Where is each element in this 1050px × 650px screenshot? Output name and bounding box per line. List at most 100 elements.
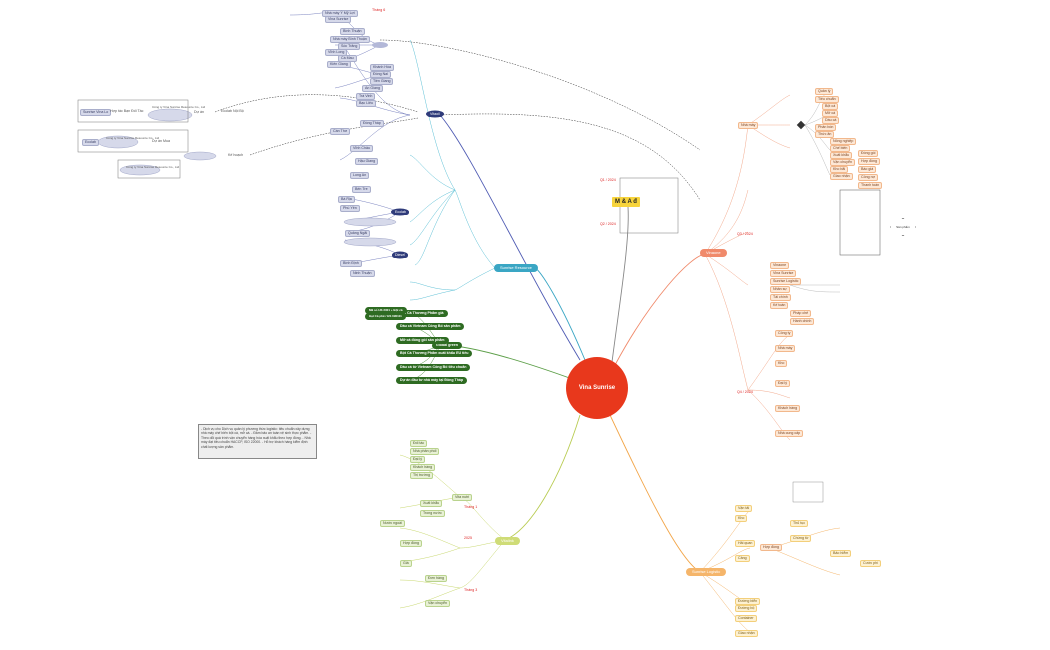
right-item[interactable]: Xuất khẩu — [830, 152, 853, 159]
vitalink-item[interactable]: Nhà phân phối — [410, 448, 440, 455]
right-mid-item[interactable]: Vina Sunrise — [770, 270, 797, 277]
right-mid-item[interactable]: Hành chính — [790, 318, 815, 325]
purple-item[interactable]: Nhà máy Bình Thuận — [330, 36, 370, 43]
right-item[interactable]: Mỡ cá — [822, 110, 839, 117]
green-item[interactable]: Dầu cá từ Vietnam Công Bố tiêu chuẩn — [396, 364, 471, 371]
diamond-node[interactable]: Sản phẩm — [890, 218, 916, 236]
right-item[interactable]: Bột cá — [822, 103, 839, 110]
right-item[interactable]: Thanh toán — [858, 182, 883, 189]
logistic-item[interactable]: Cước phí — [860, 560, 882, 567]
vitalink-item[interactable]: Vận chuyển — [425, 600, 450, 607]
vitalink-item[interactable]: Đơn hàng — [425, 575, 447, 582]
purple-item[interactable]: Phú Yên — [340, 205, 360, 212]
green-item-small[interactable]: Mã số HS 2301 + Bột cá — [365, 307, 407, 314]
right-item[interactable]: Dầu cá — [822, 117, 840, 124]
branch-right[interactable]: Vinaone — [700, 249, 727, 257]
green-item[interactable]: Dự án đầu tư nhà máy tại Đồng Tháp — [396, 377, 468, 384]
logistic-item[interactable]: Hải quan — [735, 540, 756, 547]
right-item[interactable]: Đóng gói — [858, 150, 879, 157]
logistic-item[interactable]: Vận tải — [735, 505, 753, 512]
purple-item[interactable]: Vina Sunrise — [325, 16, 352, 23]
right-item[interactable]: Thức ăn — [815, 131, 835, 138]
logistic-item[interactable]: Thủ tục — [790, 520, 808, 527]
branch-node[interactable] — [119, 164, 161, 176]
right-cluster-item[interactable]: Khách hàng — [775, 405, 801, 412]
branch-node[interactable] — [343, 217, 397, 227]
green-item-small[interactable]: Hạt Cà phê / HS 090111 — [365, 313, 406, 320]
vitalink-item[interactable]: Xuất khẩu — [420, 500, 443, 507]
mna-tag[interactable]: M & A đ — [612, 197, 640, 207]
logistic-item[interactable]: Cảng — [735, 555, 750, 562]
right-item[interactable]: Vận chuyển — [830, 159, 855, 166]
left-box-item[interactable]: Sunrise Vina Lo — [80, 109, 112, 116]
vitalink-item[interactable]: Trong nước — [420, 510, 445, 517]
vitalink-item[interactable]: Giá — [400, 560, 412, 567]
right-item[interactable]: Tiêu chuẩn — [815, 96, 839, 103]
hub-lower-left[interactable]: Diesel — [392, 253, 408, 258]
purple-item[interactable]: Quảng Ngãi — [345, 230, 371, 237]
hub-mid-left[interactable]: Ecolab — [392, 210, 409, 215]
right-mid-item[interactable]: Nhân sự — [770, 286, 790, 293]
branch-seed[interactable]: Sunrise Resource — [494, 264, 538, 272]
branch-node[interactable] — [343, 237, 397, 247]
vitalink-item[interactable]: Thị trường — [410, 472, 433, 479]
right-item[interactable]: Quản lý — [815, 88, 834, 95]
right-cluster-item[interactable]: Đại lý — [775, 380, 790, 387]
right-item[interactable]: Chế biến — [830, 145, 851, 152]
vitalink-item[interactable]: Nước ngoài — [380, 520, 405, 527]
branch-bottom-right[interactable]: Sunrise Logistic — [686, 568, 727, 576]
right-item[interactable]: Nông nghiệp — [830, 138, 857, 145]
right-item[interactable]: Hợp đồng — [858, 158, 880, 165]
purple-item[interactable]: Vĩnh Châu — [350, 145, 373, 152]
purple-item[interactable]: Bến Tre — [352, 186, 371, 193]
purple-item[interactable]: Bình Thuận — [340, 28, 365, 35]
right-item[interactable]: Phân bón — [815, 124, 837, 131]
vitalink-item[interactable]: Đại lý — [410, 456, 425, 463]
purple-item[interactable]: Trà Vinh — [356, 93, 376, 100]
right-item[interactable]: Giao nhận — [830, 173, 853, 180]
purple-item[interactable]: Ninh Thuận — [350, 270, 375, 277]
right-mid-item[interactable]: Tài chính — [770, 294, 791, 301]
logistic-item[interactable]: Chứng từ — [790, 535, 812, 542]
purple-item[interactable]: Sóc Trăng — [338, 43, 361, 50]
right-item[interactable]: Báo giá — [858, 166, 877, 173]
hub-logistics[interactable]: Hợp đồng — [760, 544, 782, 551]
logistic-item[interactable]: Container — [735, 615, 757, 622]
green-item[interactable]: Bột Cá Thương Phẩm giá — [396, 310, 448, 317]
left-box-item[interactable]: Ecolab — [82, 139, 99, 146]
hub-green[interactable]: Global green — [432, 342, 462, 349]
central-topic[interactable]: Vina Sunrise — [566, 357, 628, 419]
green-item[interactable]: Dầu cá Vietnam Công Bố sản phẩm — [396, 323, 465, 330]
logistic-item[interactable]: Kho — [735, 515, 748, 522]
purple-item[interactable]: Bạc Liêu — [356, 100, 376, 107]
right-item[interactable]: Công nợ — [858, 174, 878, 181]
right-mid-item[interactable]: Pháp chế — [790, 310, 812, 317]
purple-item[interactable]: Cần Thơ — [330, 128, 351, 135]
green-item[interactable]: Mỡ cá đóng gói sản phẩm — [396, 337, 449, 344]
right-cluster-item[interactable]: Nhà máy — [775, 345, 796, 352]
logistic-item[interactable]: Bảo hiểm — [830, 550, 852, 557]
right-cluster-item[interactable]: Công ty — [775, 330, 794, 337]
right-item[interactable]: Kho bãi — [830, 166, 849, 173]
purple-item[interactable]: Đồng Tháp — [360, 120, 384, 127]
logistic-item[interactable]: Giao nhận — [735, 630, 758, 637]
logistic-item[interactable]: Đường biển — [735, 598, 761, 605]
purple-item[interactable]: Bà Rịa — [338, 196, 355, 203]
branch-node[interactable] — [183, 151, 217, 161]
purple-item[interactable]: Hậu Giang — [355, 158, 379, 165]
vitalink-item[interactable]: Đối tác — [410, 440, 428, 447]
hub-top-left[interactable]: Vitaoil — [427, 112, 443, 117]
purple-item[interactable]: Kiên Giang — [327, 61, 351, 68]
hub-nutri[interactable]: Vita nutri — [452, 494, 473, 501]
vitalink-item[interactable]: Hợp đồng — [400, 540, 422, 547]
right-cluster-item[interactable]: Kho — [775, 360, 788, 367]
right-mid-item[interactable]: Kế toán — [770, 302, 789, 309]
purple-item[interactable]: Khánh Hòa — [370, 64, 394, 71]
purple-item[interactable]: Bình Định — [340, 260, 362, 267]
purple-item[interactable]: Vĩnh Long — [325, 49, 348, 56]
right-cluster-item[interactable]: Nhà cung cấp — [775, 430, 804, 437]
right-mid-item[interactable]: Vinaone — [770, 262, 790, 269]
right-mid-item[interactable]: Sunrise Logistic — [770, 278, 802, 285]
purple-item[interactable]: Long An — [350, 172, 370, 179]
vitalink-item[interactable]: Khách hàng — [410, 464, 436, 471]
